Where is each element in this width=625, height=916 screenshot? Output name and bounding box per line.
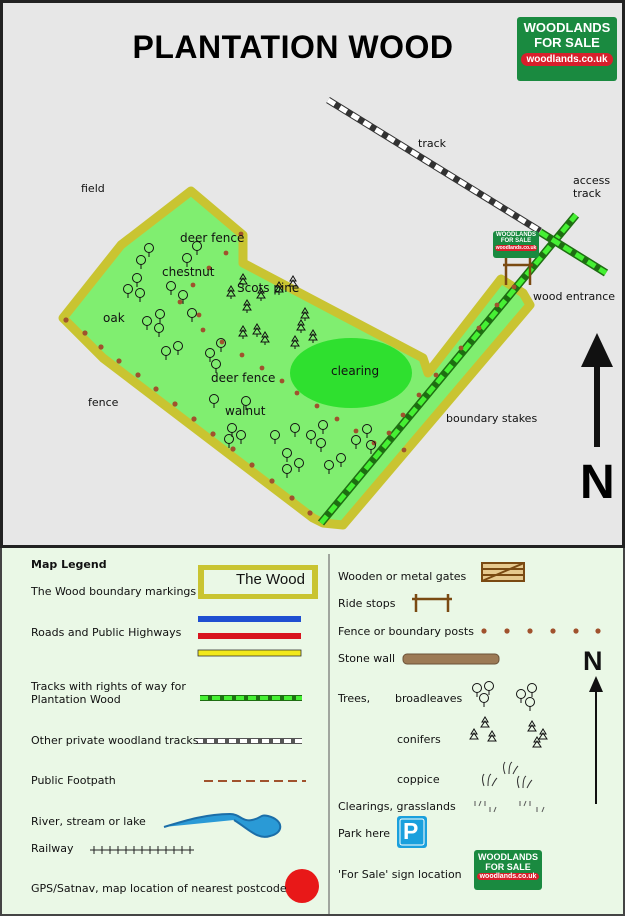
legend-broadleaves [472, 681, 537, 711]
legend-heading: Map Legend [31, 558, 107, 571]
legend-park-label: Park here [338, 827, 391, 840]
label-clearing: clearing [331, 364, 380, 378]
ride-stops [503, 258, 533, 285]
label-wood-entrance: wood entrance [533, 290, 616, 303]
legend-for-sale-logo: WOODLANDS FOR SALE woodlands.co.uk [474, 850, 542, 890]
stone-wall-sample [402, 653, 500, 665]
private-track [326, 97, 542, 234]
clearing [290, 338, 412, 408]
legend-drawing [90, 554, 603, 914]
gate-sample [481, 562, 525, 582]
north-label: N [580, 456, 615, 509]
legend-ride-stops-label: Ride stops [338, 597, 396, 610]
legend-north-arrow [589, 676, 603, 692]
legend-logo-line-3: woodlands.co.uk [477, 873, 539, 880]
legend-broadleaves-label: broadleaves [395, 692, 463, 705]
gps-marker [285, 869, 319, 903]
legend-wood-boundary-label: The Wood boundary markings [31, 585, 197, 598]
label-scots-pine: Scots pine [237, 281, 300, 295]
legend-for-sale-label: 'For Sale' sign location [338, 868, 462, 881]
logo-line-1: WOODLANDS [523, 20, 611, 35]
sign-line-2: FOR SALE [500, 238, 532, 244]
north-arrow [581, 333, 613, 447]
legend-gates-label: Wooden or metal gates [338, 570, 467, 583]
woodlands-for-sale-logo: WOODLANDS FOR SALE woodlands.co.uk [517, 17, 617, 81]
conifer-trees [226, 273, 318, 349]
label-deer-fence-2: deer fence [211, 371, 276, 385]
legend-private-tracks-label: Other private woodland tracks [31, 734, 199, 747]
legend-coppice-label: coppice [397, 773, 440, 786]
legend-gps-label: GPS/Satnav, map location of nearest post… [31, 882, 287, 895]
legend-logo-line-2: FOR SALE [485, 862, 531, 872]
wood-boundary-sample-text: The Wood [236, 571, 305, 588]
label-boundary-stakes: boundary stakes [446, 412, 538, 425]
road-blue [198, 616, 301, 622]
label-track: track [418, 137, 446, 150]
broadleaf-trees [123, 241, 376, 478]
right-of-way-track [317, 212, 609, 526]
legend-trees-label: Trees, [338, 692, 371, 705]
legend-grass [474, 800, 545, 813]
legend-conifers [469, 716, 548, 748]
legend-footpath-label: Public Footpath [31, 774, 116, 787]
legend-stone-wall-label: Stone wall [338, 652, 396, 665]
map-legend: Map Legend The Wood boundary markings Th… [0, 548, 625, 916]
ride-stop-sample [412, 594, 452, 612]
fence-posts-sample [481, 628, 601, 634]
site-map: PLANTATION WOOD [0, 0, 625, 548]
legend-coppice [482, 761, 533, 789]
park-icon: P [403, 818, 419, 844]
legend-logo-line-1: WOODLANDS [478, 852, 538, 862]
boundary-posts [63, 231, 517, 516]
legend-conifers-label: conifers [397, 733, 441, 746]
label-chestnut: chestnut [162, 265, 215, 279]
label-walnut: walnut [225, 404, 266, 418]
logo-line-3: woodlands.co.uk [521, 53, 613, 66]
label-fence: fence [88, 396, 119, 409]
map-title: PLANTATION WOOD [132, 29, 454, 65]
logo-line-2: FOR SALE [534, 35, 600, 50]
sign-line-3: woodlands.co.uk [495, 245, 537, 251]
railway-sample [90, 846, 194, 854]
road-red [198, 633, 301, 639]
legend-railway-label: Railway [31, 842, 74, 855]
legend-north-label: N [583, 646, 603, 676]
label-deer-fence-1: deer fence [180, 231, 245, 245]
river-sample [163, 812, 282, 838]
road-yellow [197, 649, 302, 657]
legend-clearings-label: Clearings, grasslands [338, 800, 456, 813]
sign-line-1: WOODLANDS [496, 232, 536, 238]
map-drawing [58, 97, 613, 530]
label-access-track: access track [573, 174, 611, 200]
legend-river-label: River, stream or lake [31, 815, 146, 828]
for-sale-sign: WOODLANDS FOR SALE woodlands.co.uk [493, 231, 539, 258]
legend-row-label: Tracks with rights of way for Plantation… [31, 680, 186, 706]
legend-fence-posts-label: Fence or boundary posts [338, 625, 474, 638]
label-field: field [81, 182, 105, 195]
legend-roads-label: Roads and Public Highways [31, 626, 182, 639]
label-oak: oak [103, 311, 125, 325]
park-sign [397, 816, 427, 848]
